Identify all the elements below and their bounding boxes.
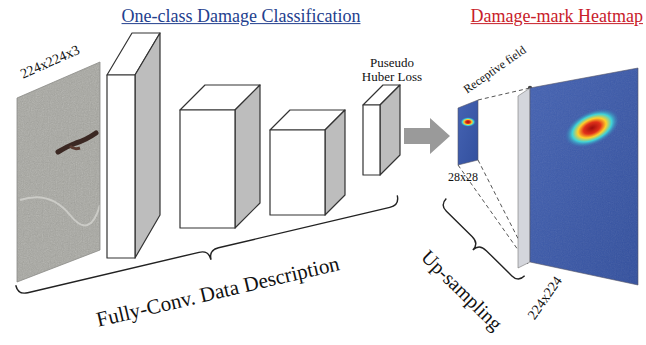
stage-label: Fully-Conv. Data Description bbox=[94, 252, 342, 332]
dimension-label: 224x224 bbox=[525, 274, 566, 323]
dimension-label: 28x28 bbox=[448, 171, 478, 184]
stage-label: Up-sampling bbox=[417, 246, 507, 335]
section-heading: One-class Damage Classification bbox=[122, 7, 361, 27]
flow-arrow bbox=[404, 118, 450, 154]
large-heatmap bbox=[518, 68, 638, 285]
loss-label: Puseudo Huber Loss bbox=[359, 56, 425, 85]
conv-layer-block bbox=[180, 85, 260, 228]
small-heatmap bbox=[458, 100, 478, 165]
conv-layer-block bbox=[363, 85, 400, 175]
conv-layer-block bbox=[107, 33, 160, 258]
section-heading: Damage-mark Heatmap bbox=[471, 7, 643, 27]
region-label: Receptive field bbox=[461, 44, 528, 97]
input-image bbox=[10, 55, 110, 290]
conv-layer-block bbox=[270, 110, 345, 215]
